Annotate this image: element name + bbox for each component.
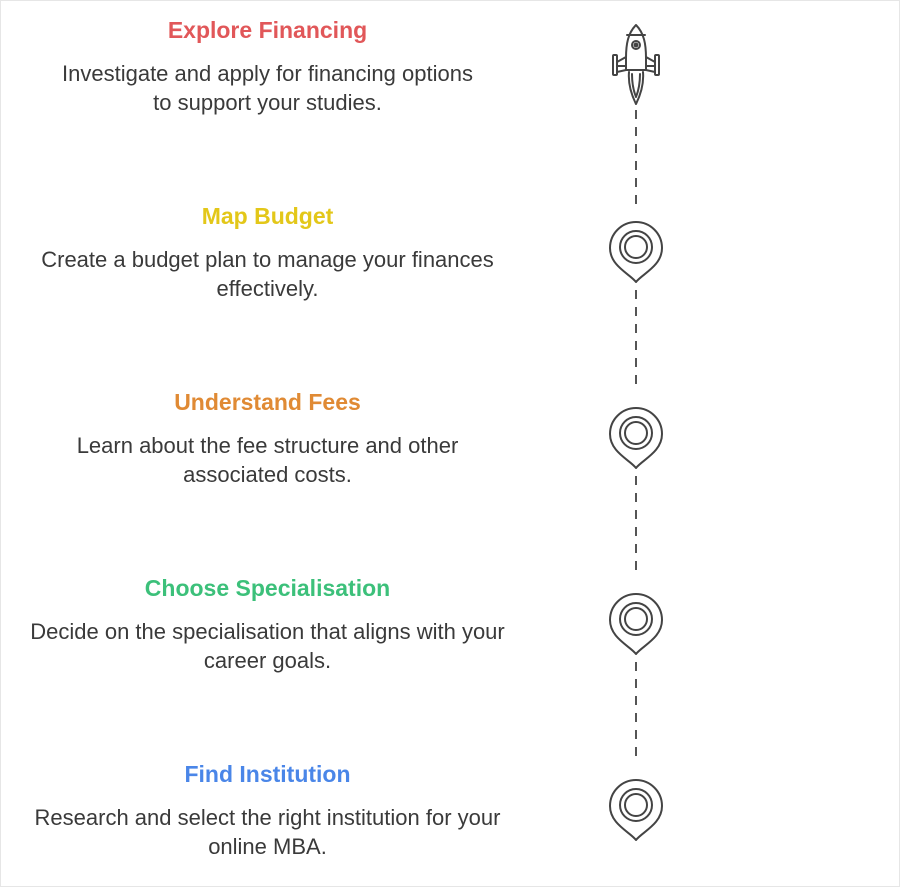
step-title: Find Institution [184,761,351,787]
step-description: Learn about the fee structure and other … [76,433,459,487]
step-description: Decide on the specialisation that aligns… [30,619,505,673]
step-find-institution: Find Institution Research and select the… [20,760,515,861]
step-title: Explore Financing [167,17,368,43]
location-pin-icon [609,593,663,655]
step-title: Map Budget [201,203,334,229]
location-pin-icon [609,779,663,841]
location-pin-icon [609,407,663,469]
rocket-icon [612,24,660,105]
step-description: Investigate and apply for financing opti… [62,61,473,115]
step-choose-specialisation: Choose Specialisation Decide on the spec… [20,574,515,675]
step-title: Understand Fees [174,389,361,415]
location-pin-icon [609,221,663,283]
step-description: Research and select the right institutio… [34,805,501,859]
step-map-budget: Map Budget Create a budget plan to manag… [20,202,515,303]
step-explore-financing: Explore Financing Investigate and apply … [20,16,515,117]
step-description: Create a budget plan to manage your fina… [41,247,494,301]
step-title: Choose Specialisation [144,575,391,601]
step-understand-fees: Understand Fees Learn about the fee stru… [20,388,515,489]
